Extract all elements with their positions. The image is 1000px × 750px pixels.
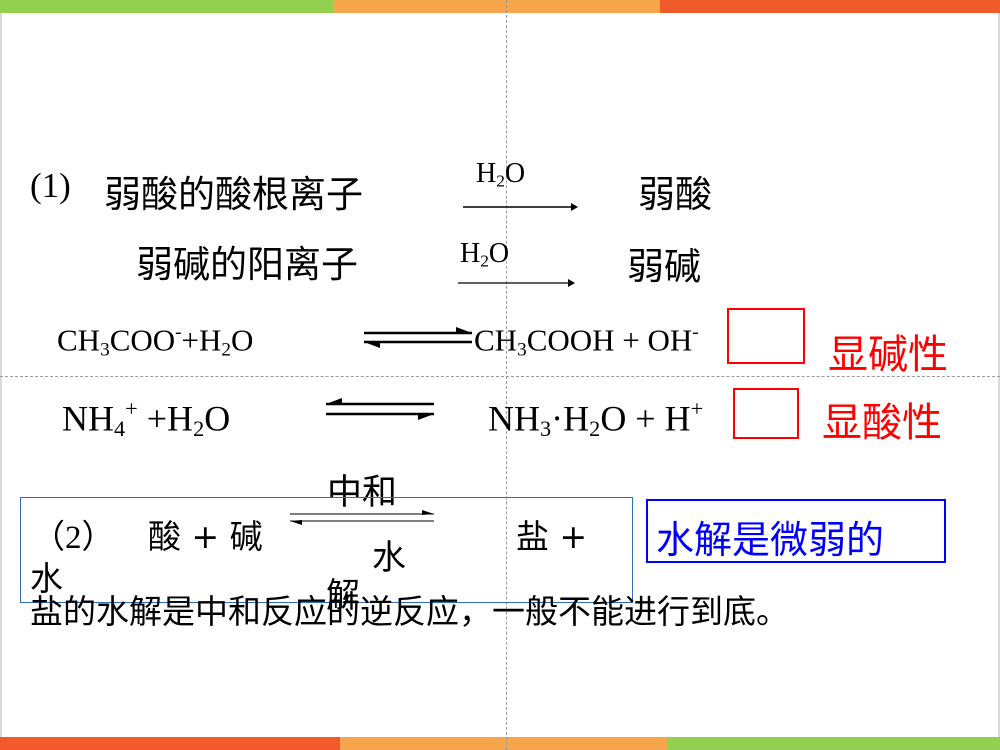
line2-reaction-arrow — [458, 279, 575, 287]
weak-hydrolysis-note: 水解是微弱的 — [656, 518, 885, 562]
salt-plus: 盐 + — [516, 517, 588, 556]
bottom-stripe-red — [0, 737, 340, 750]
item-1-marker: (1) — [30, 166, 71, 205]
horizontal-guide-line — [0, 376, 1000, 377]
ammonium-equation-right: NH3·H2O + H+ — [488, 396, 704, 442]
acid-base-salt-water-box — [20, 497, 633, 603]
equilibrium-arrow-2 — [326, 398, 434, 420]
slide-left-edge — [0, 13, 2, 737]
weak-hydrolysis-note-box — [646, 499, 946, 563]
bottom-stripe-green — [667, 737, 1000, 750]
top-stripe-green — [0, 0, 333, 13]
weak-acid-anion-label: 弱酸的酸根离子 — [104, 173, 363, 216]
weak-base-label: 弱碱 — [627, 245, 701, 288]
weak-acid-label: 弱酸 — [638, 173, 712, 216]
bottom-stripe-orange — [340, 737, 667, 750]
top-stripe-red — [660, 0, 1000, 13]
acid-plus-base: 酸 + 碱 — [148, 517, 263, 556]
vertical-guide-line — [506, 0, 507, 750]
hydroxide-highlight-box — [727, 308, 805, 364]
item-2-marker: （2） — [32, 520, 115, 556]
line2-water-over-arrow: H2O — [460, 238, 510, 271]
shows-acidic-label: 显酸性 — [822, 400, 942, 446]
hydrogen-ion-highlight-box — [733, 388, 799, 439]
hydrolysis-label-char-2: 解 — [326, 576, 360, 616]
equilibrium-arrow-1 — [364, 327, 472, 348]
acetate-equation-right: CH3COOH + OH- — [474, 322, 699, 361]
ammonium-equation-left: NH4+ +H2O — [62, 396, 231, 442]
shows-basic-label: 显碱性 — [828, 332, 948, 378]
conclusion-text: 盐的水解是中和反应的逆反应，一般不能进行到底。 — [30, 592, 789, 631]
slide-right-edge — [998, 13, 1000, 737]
line1-water-over-arrow: H2O — [476, 158, 526, 191]
neutralization-hydrolysis-arrows — [290, 510, 434, 525]
water-label: 水 — [30, 559, 63, 598]
neutralization-label: 中和 — [327, 473, 398, 513]
hydrolysis-label-char-1: 水 — [372, 538, 406, 578]
top-stripe-orange — [333, 0, 660, 13]
line1-reaction-arrow — [463, 203, 578, 211]
weak-base-cation-label: 弱碱的阳离子 — [136, 243, 358, 286]
acetate-equation-left: CH3COO-+H2O — [57, 322, 254, 361]
